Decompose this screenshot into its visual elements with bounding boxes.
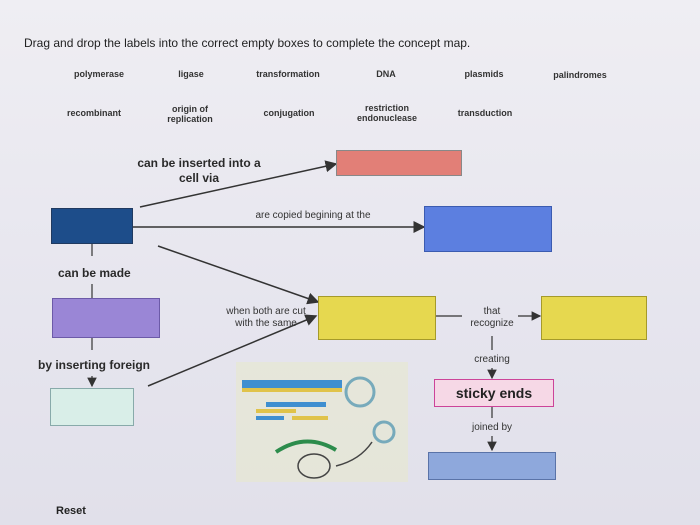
drop-box-can-be-made[interactable] [52,298,160,338]
label-transduction[interactable]: transduction [457,108,513,118]
drop-box-copied-at[interactable] [424,206,552,252]
that-recognize-text: that recognize [470,306,514,329]
label-conjugation[interactable]: conjugation [263,108,315,118]
drop-box-start[interactable] [51,208,133,244]
label-dna[interactable]: DNA [376,69,396,79]
drop-box-cut-with[interactable] [318,296,436,340]
both-cut-text: when both are cut with the same [226,306,306,329]
inserting-foreign-text: by inserting foreign [38,358,151,372]
drop-box-joined-by[interactable] [428,452,556,480]
drop-box-recognize[interactable] [541,296,647,340]
joined-by-text: joined by [471,422,513,433]
label-recombinant[interactable]: recombinant [66,108,121,118]
label-palindromes[interactable]: palindromes [553,70,607,80]
label-ligase[interactable]: ligase [178,69,204,79]
label-transformation[interactable]: transformation [256,69,320,79]
inserted-into-cell-text: can be inserted into a cell via [137,156,261,185]
label-origin-of-replication[interactable]: origin of replication [167,104,213,124]
sticky-ends-box: sticky ends [434,379,554,407]
reset-button[interactable]: Reset [56,505,86,517]
copied-beginning-text: are copied begining at the [255,210,371,221]
drop-box-foreign[interactable] [50,388,134,426]
label-plasmids[interactable]: plasmids [464,69,504,79]
label-restriction-endonuclease[interactable]: restriction endonuclease [356,103,418,123]
can-be-made-text: can be made [58,266,131,280]
dna-cutting-illustration [236,362,408,482]
label-polymerase[interactable]: polymerase [73,69,125,79]
instructions-text: Drag and drop the labels into the correc… [24,36,471,50]
creating-text: creating [474,354,510,365]
drop-box-cell-via[interactable] [336,150,462,176]
